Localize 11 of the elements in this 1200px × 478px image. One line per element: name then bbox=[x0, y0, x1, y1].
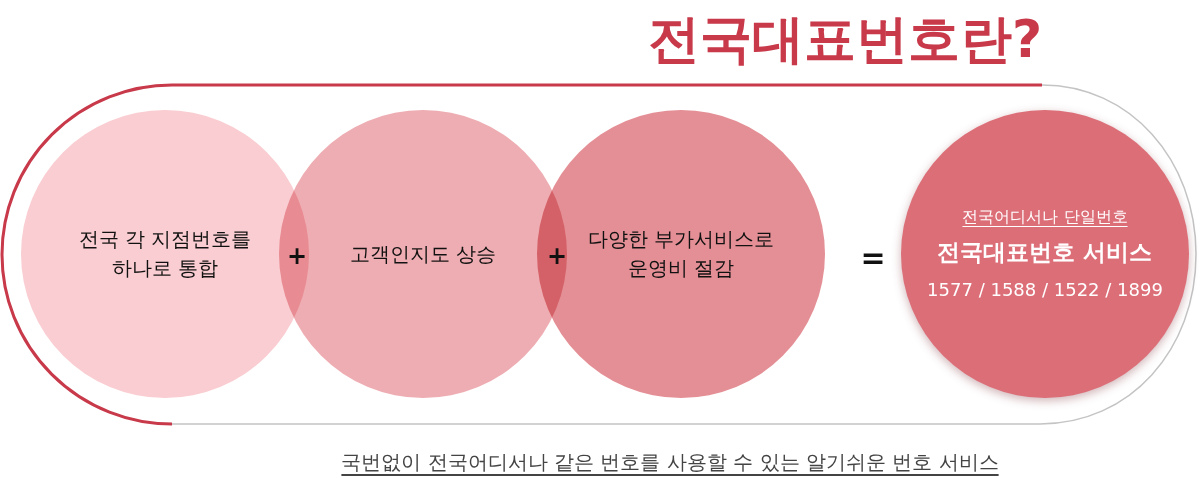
service-name: 전국대표번호 서비스 bbox=[937, 237, 1153, 267]
circle-text: 고객인지도 상승 bbox=[349, 240, 497, 268]
number-list: 1577 / 1588 / 1522 / 1899 bbox=[927, 277, 1163, 304]
equals-sign: = bbox=[860, 243, 886, 273]
circle-text: 전국 각 지점번호를 하나로 통합 bbox=[77, 226, 253, 282]
subtitle: 전국어디서나 단일번호 bbox=[962, 205, 1128, 228]
caption: 국번없이 전국어디서나 같은 번호를 사용할 수 있는 알기쉬운 번호 서비스 bbox=[341, 450, 999, 474]
circle-text: 다양한 부가서비스로 운영비 절감 bbox=[586, 226, 776, 282]
title: 전국대표번호란? bbox=[648, 10, 1043, 70]
plus-sign: + bbox=[546, 244, 568, 268]
plus-sign: + bbox=[286, 244, 308, 268]
